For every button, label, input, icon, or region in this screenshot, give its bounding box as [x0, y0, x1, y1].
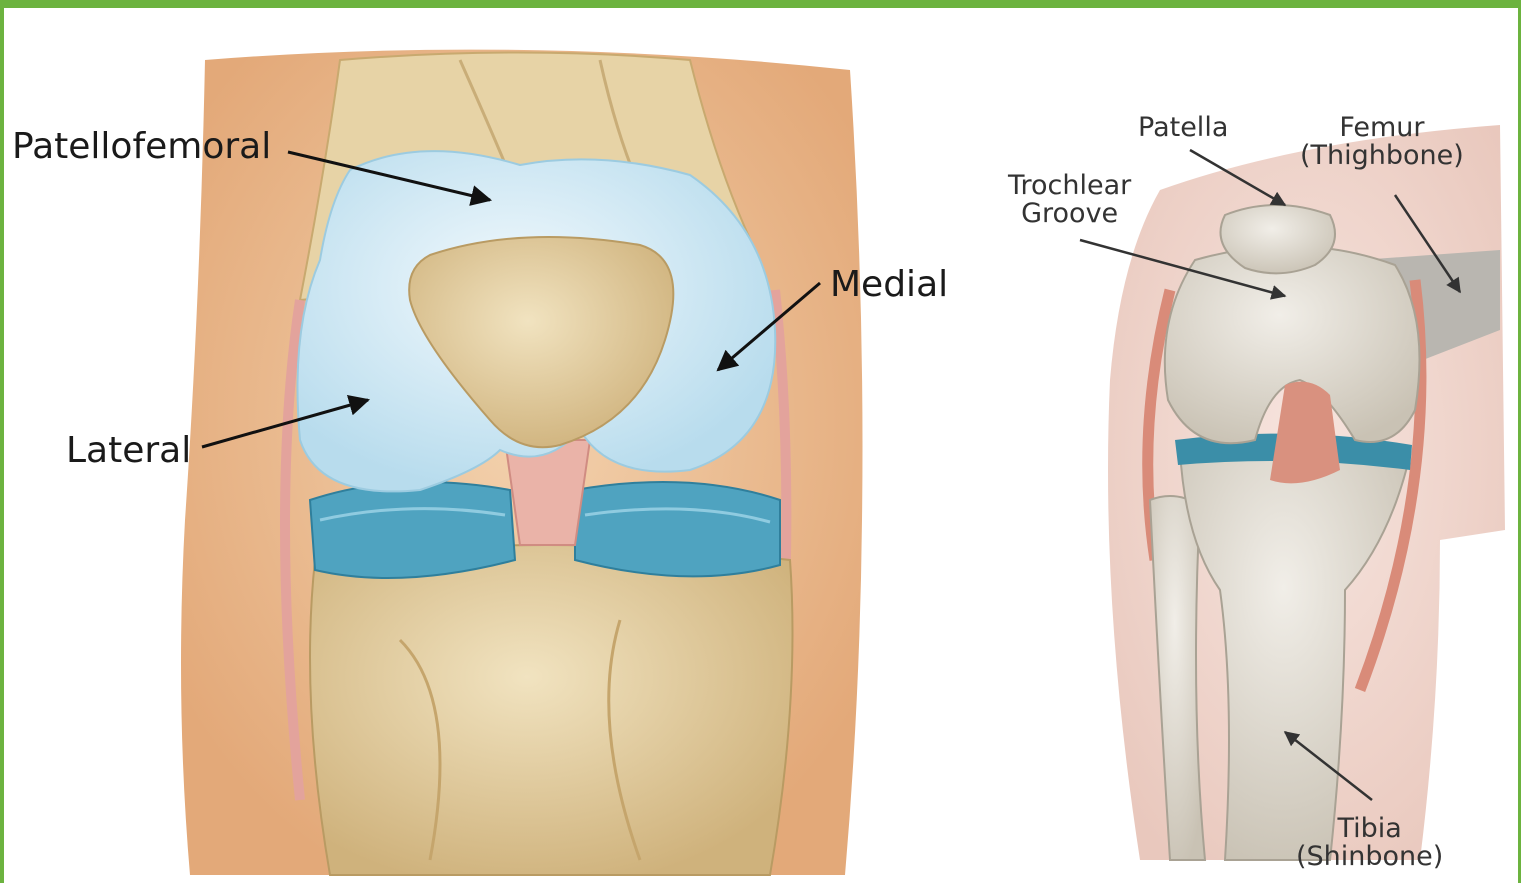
trochlear-groove-label: Trochlear Groove: [1008, 172, 1131, 229]
femur-label-line2: (Thighbone): [1300, 142, 1464, 170]
tibia-label-line2: (Shinbone): [1296, 843, 1443, 871]
patella-label: Patella: [1138, 114, 1228, 142]
patellofemoral-label: Patellofemoral: [12, 128, 271, 166]
femur-label: Femur (Thighbone): [1300, 114, 1464, 171]
medial-label: Medial: [830, 266, 948, 304]
lateral-label: Lateral: [66, 432, 191, 470]
femur-label-line1: Femur: [1300, 114, 1464, 142]
tibia-bone: [310, 545, 793, 875]
trochlear-label-line2: Groove: [1008, 200, 1131, 228]
frame-top-border: [0, 0, 1521, 8]
frame-left-border: [0, 0, 4, 883]
medial-meniscus: [575, 482, 780, 576]
left-knee-illustration: [181, 50, 863, 875]
tibia-label: Tibia (Shinbone): [1296, 815, 1443, 872]
patella-bone: [1221, 205, 1336, 273]
lateral-meniscus: [310, 482, 515, 578]
right-knee-illustration: [1080, 125, 1505, 860]
trochlear-label-line1: Trochlear: [1008, 172, 1131, 200]
tibia-label-line1: Tibia: [1296, 815, 1443, 843]
